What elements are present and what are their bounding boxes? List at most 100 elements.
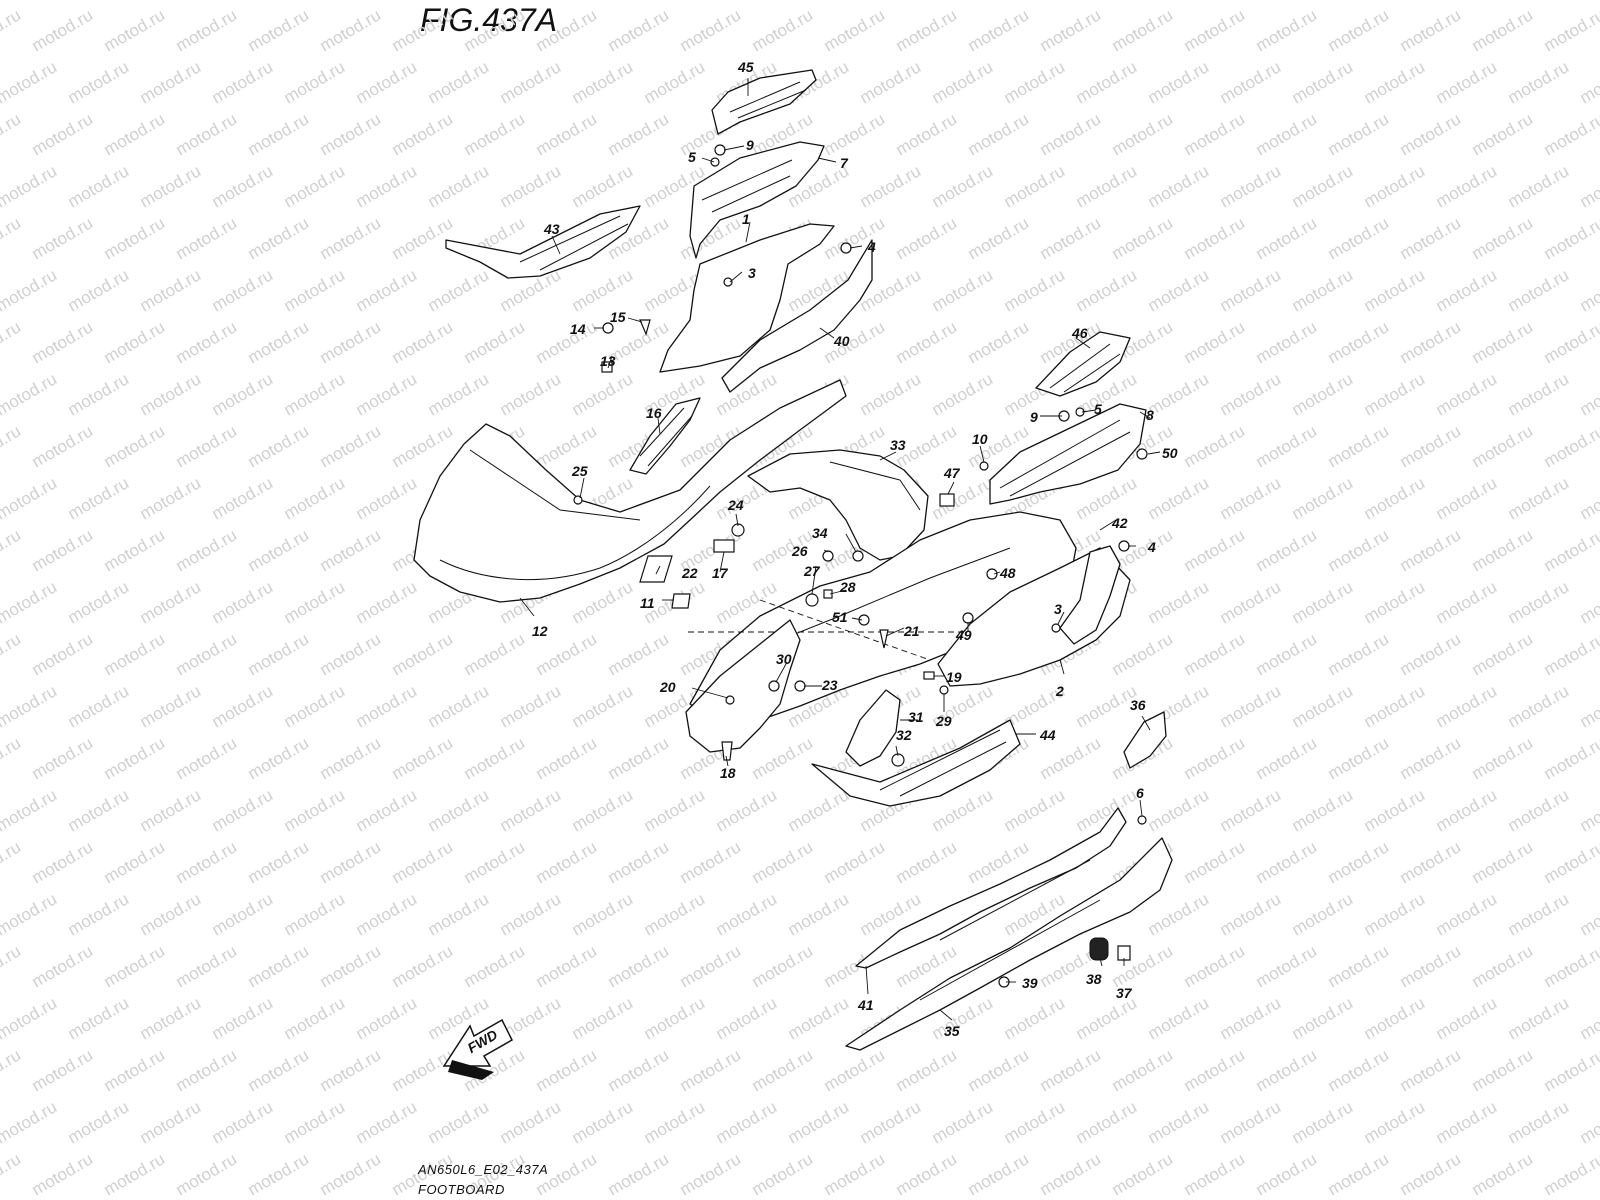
watermark-text: motod.ru: [1217, 161, 1285, 211]
watermark-text: motod.ru: [1433, 889, 1501, 939]
watermark-text: motod.ru: [1253, 941, 1321, 991]
watermark-text: motod.ru: [1253, 421, 1321, 471]
watermark-text: motod.ru: [569, 0, 637, 3]
callout-43: 43: [543, 221, 560, 237]
watermark-text: motod.ru: [0, 161, 60, 211]
watermark-text: motod.ru: [29, 109, 97, 159]
watermark-text: motod.ru: [1505, 0, 1573, 3]
watermark-text: motod.ru: [605, 733, 673, 783]
watermark-text: motod.ru: [1037, 1045, 1105, 1095]
watermark-text: motod.ru: [29, 421, 97, 471]
watermark-text: motod.ru: [317, 733, 385, 783]
watermark-text: motod.ru: [209, 681, 277, 731]
watermark-text: motod.ru: [1181, 5, 1249, 55]
part-20-lower-frame: [685, 619, 801, 753]
watermark-text: motod.ru: [1217, 57, 1285, 107]
callout-6: 6: [1136, 785, 1144, 801]
watermark-text: motod.ru: [1541, 213, 1600, 263]
watermark-text: motod.ru: [1433, 577, 1501, 627]
watermark-text: motod.ru: [1433, 369, 1501, 419]
watermark-text: motod.ru: [1541, 5, 1600, 55]
watermark-text: motod.ru: [749, 5, 817, 55]
watermark-text: motod.ru: [281, 161, 349, 211]
watermark-text: motod.ru: [569, 993, 637, 1043]
part-8-ribs: [999, 419, 1131, 497]
callout-29: 29: [935, 713, 952, 729]
watermark-text: motod.ru: [785, 0, 853, 3]
watermark-text: motod.ru: [713, 889, 781, 939]
watermark-text: motod.ru: [245, 525, 313, 575]
watermark-text: motod.ru: [497, 1097, 565, 1147]
part-7-ribs: [701, 159, 793, 213]
watermark-text: motod.ru: [209, 161, 277, 211]
callout-8: 8: [1146, 407, 1154, 423]
watermark-text: motod.ru: [1325, 317, 1393, 367]
part-15-screw: [639, 319, 651, 336]
callout-25: 25: [571, 463, 588, 479]
watermark-text: motod.ru: [677, 5, 745, 55]
part-44-pad: [811, 719, 1021, 807]
watermark-text: motod.ru: [677, 1045, 745, 1095]
watermark-text: motod.ru: [1325, 733, 1393, 783]
callout-31: 31: [908, 709, 924, 725]
watermark-text: motod.ru: [29, 733, 97, 783]
watermark-text: motod.ru: [317, 629, 385, 679]
watermark-text: motod.ru: [209, 57, 277, 107]
watermark-text: motod.ru: [893, 1045, 961, 1095]
watermark-text: motod.ru: [0, 0, 60, 3]
watermark-text: motod.ru: [29, 941, 97, 991]
watermark-text: motod.ru: [317, 941, 385, 991]
watermark-text: motod.ru: [1217, 681, 1285, 731]
watermark-text: motod.ru: [389, 837, 457, 887]
watermark-text: motod.ru: [893, 213, 961, 263]
watermark-text: motod.ru: [749, 1149, 817, 1199]
watermark-text: motod.ru: [173, 1045, 241, 1095]
watermark-text: motod.ru: [1577, 369, 1600, 419]
watermark-text: motod.ru: [713, 785, 781, 835]
watermark-text: motod.ru: [929, 369, 997, 419]
watermark-text: motod.ru: [245, 1045, 313, 1095]
watermark-text: motod.ru: [1253, 317, 1321, 367]
watermark-text: motod.ru: [1217, 265, 1285, 315]
watermark-text: motod.ru: [137, 681, 205, 731]
watermark-text: motod.ru: [317, 837, 385, 887]
watermark-text: motod.ru: [1505, 577, 1573, 627]
part-7-bracket: [689, 141, 825, 259]
callout-36: 36: [1130, 697, 1146, 713]
watermark-text: motod.ru: [1397, 1045, 1465, 1095]
watermark-text: motod.ru: [1325, 837, 1393, 887]
watermark-text: motod.ru: [1001, 1097, 1069, 1147]
part-41-lower-cover: [855, 807, 1127, 969]
watermark-text: motod.ru: [1289, 369, 1357, 419]
watermark-text: motod.ru: [1469, 213, 1537, 263]
watermark-text: motod.ru: [0, 265, 60, 315]
watermark-text: motod.ru: [353, 577, 421, 627]
callout-1: 1: [742, 211, 750, 227]
watermark-text: motod.ru: [1325, 525, 1393, 575]
watermark-text: motod.ru: [1217, 785, 1285, 835]
watermark-text: motod.ru: [209, 0, 277, 3]
watermark-text: motod.ru: [1037, 109, 1105, 159]
part-37-bolt: [1117, 945, 1131, 961]
watermark-text: motod.ru: [1577, 889, 1600, 939]
part-2-side-cover: [937, 547, 1131, 687]
watermark-text: motod.ru: [425, 785, 493, 835]
watermark-text: motod.ru: [137, 785, 205, 835]
watermark-text: motod.ru: [1325, 1149, 1393, 1199]
watermark-text: motod.ru: [533, 317, 601, 367]
watermark-text: motod.ru: [0, 57, 60, 107]
callout-38: 38: [1086, 971, 1102, 987]
watermark-text: motod.ru: [785, 993, 853, 1043]
callout-13: 13: [600, 353, 616, 369]
watermark-text: motod.ru: [209, 1097, 277, 1147]
watermark-text: motod.ru: [0, 733, 24, 783]
watermark-text: motod.ru: [1217, 577, 1285, 627]
watermark-text: motod.ru: [605, 1149, 673, 1199]
callout-33: 33: [890, 437, 906, 453]
watermark-text: motod.ru: [1469, 629, 1537, 679]
watermark-text: motod.ru: [1541, 109, 1600, 159]
watermark-text: motod.ru: [1577, 473, 1600, 523]
callout-3: 3: [748, 265, 756, 281]
part-51-clip: [858, 614, 870, 626]
part-20-screw: [725, 695, 735, 705]
